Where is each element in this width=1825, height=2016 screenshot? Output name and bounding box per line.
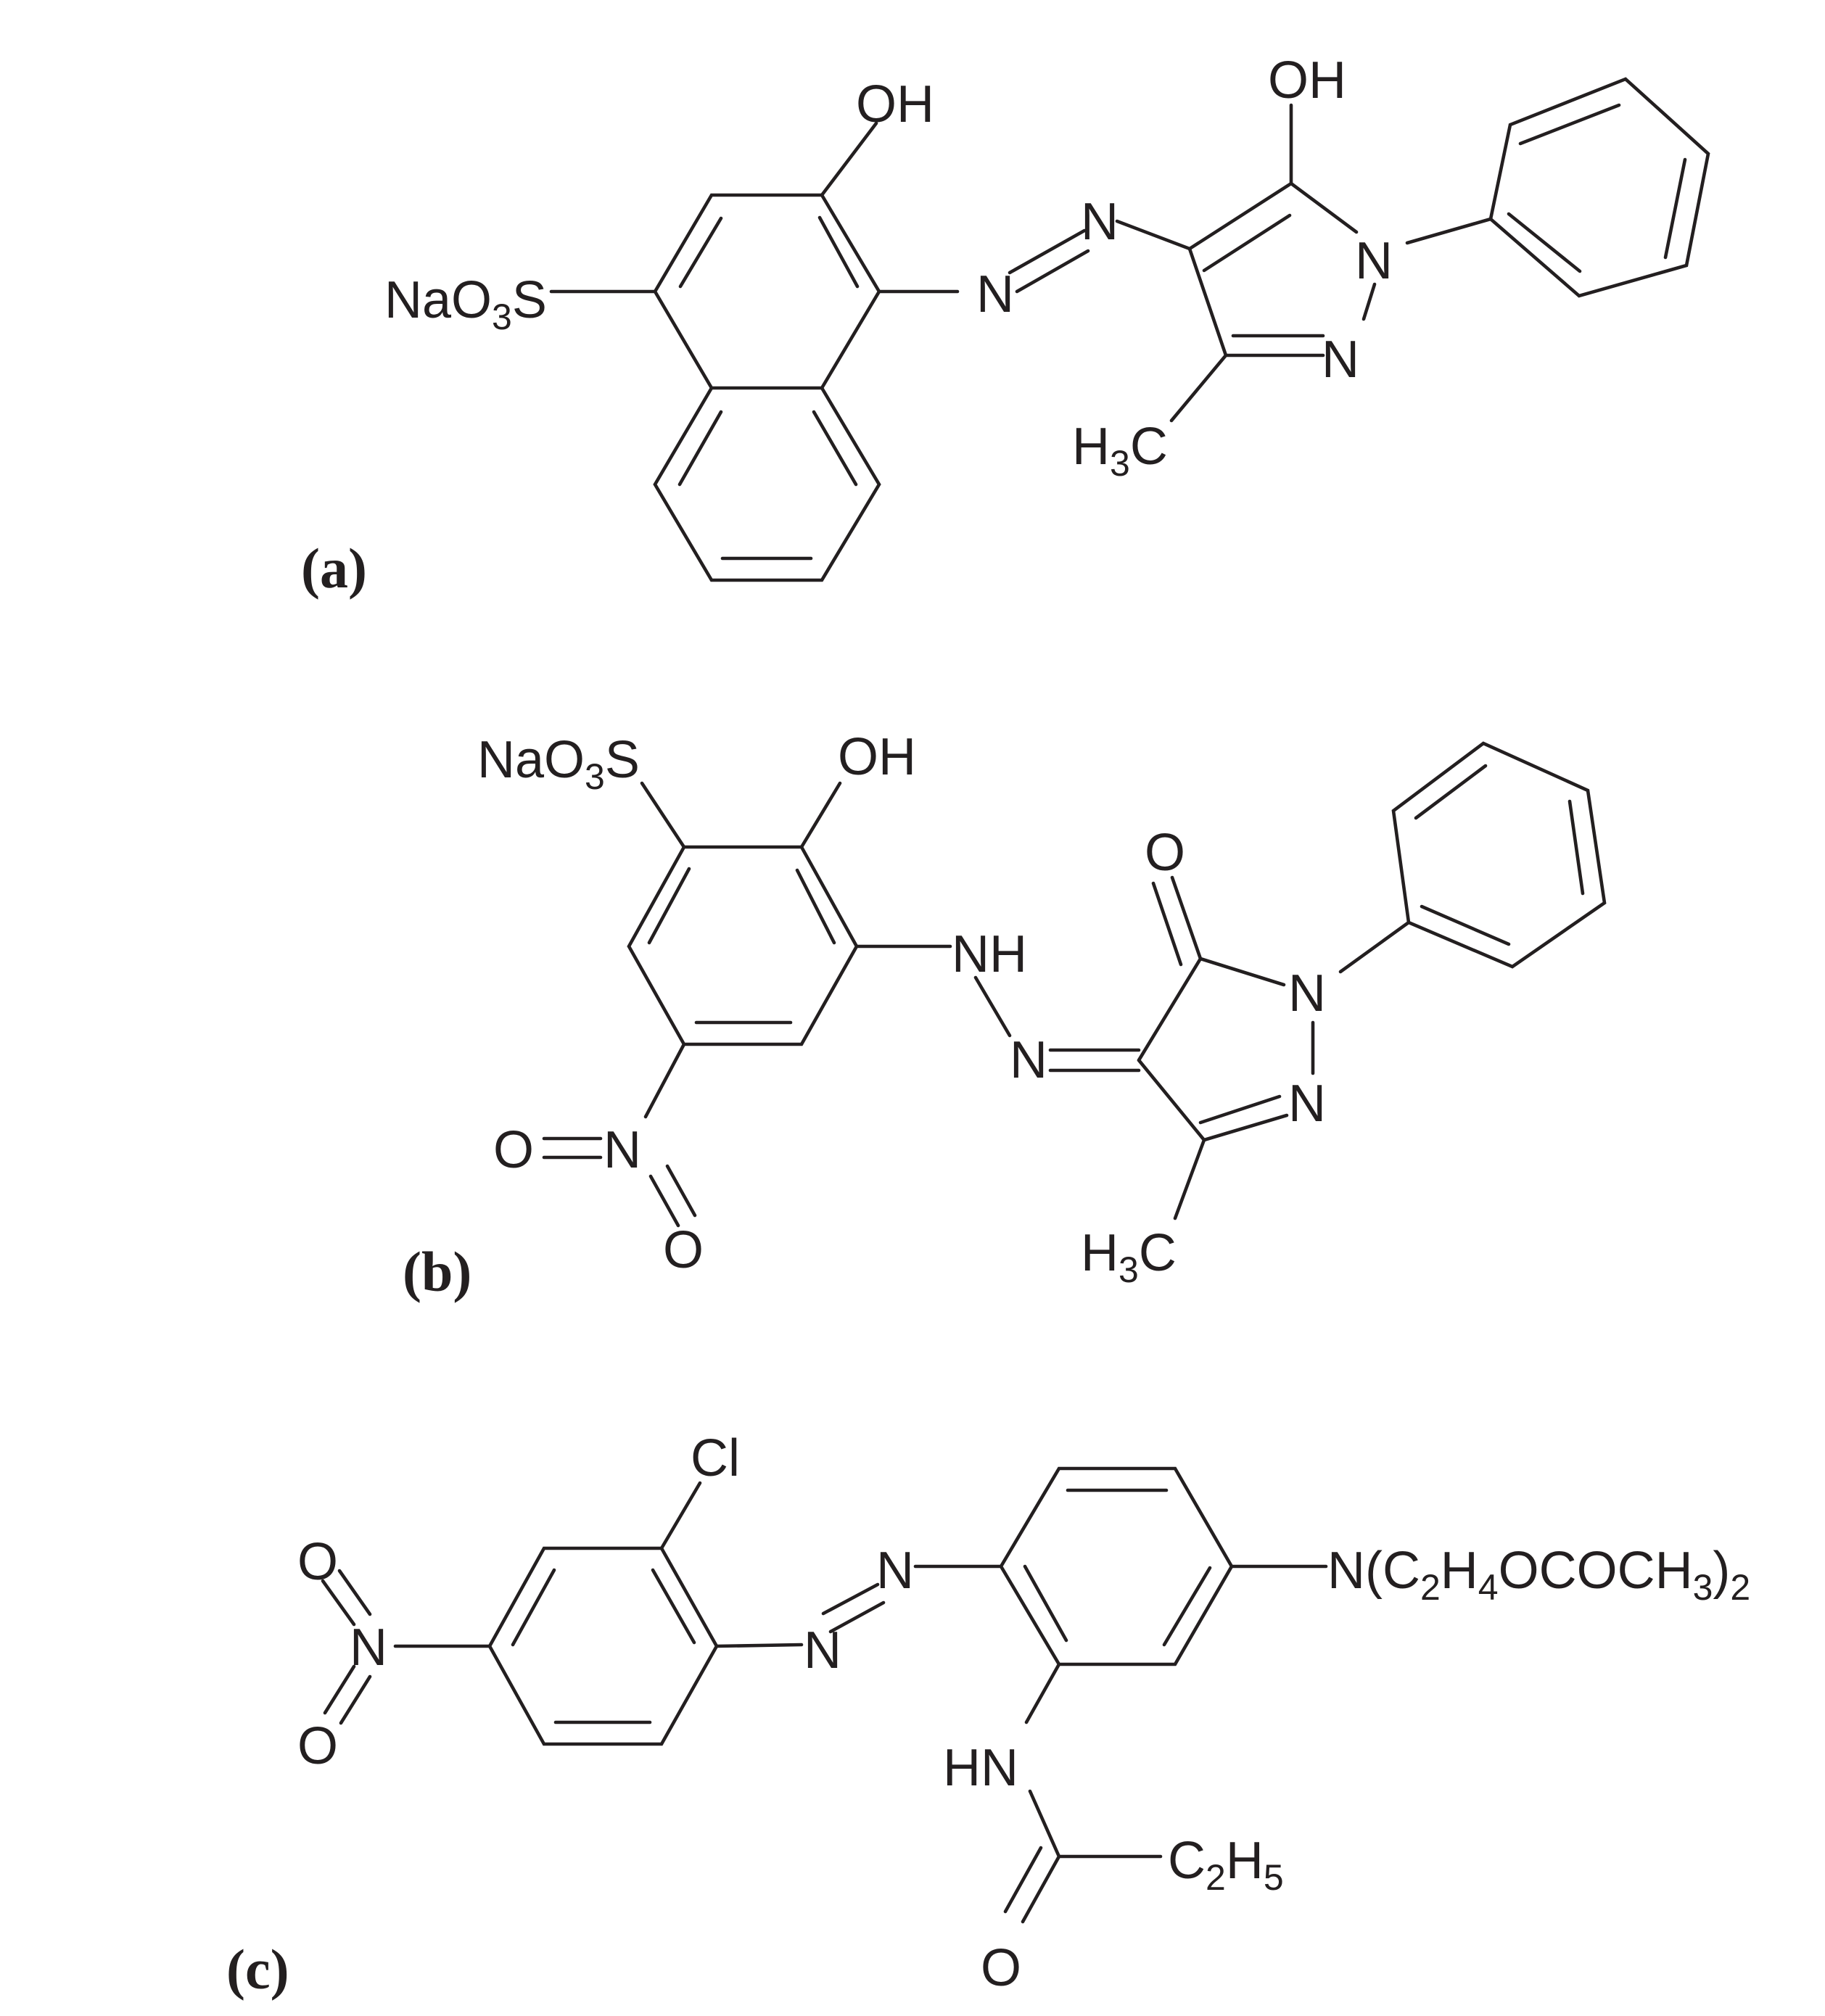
structure-c-bonds xyxy=(321,1466,1328,1924)
azo-nitrogen-label: N xyxy=(1081,193,1119,251)
pyrazolone-nitrogen-label: N xyxy=(1288,964,1326,1023)
hydroxyl-label: OH xyxy=(838,728,916,786)
structure-a-bonds xyxy=(549,77,1710,582)
methyl-label: H3C xyxy=(1081,1224,1177,1290)
methyl-label: H3C xyxy=(1072,418,1168,484)
nitro-oxygen-label: O xyxy=(493,1121,534,1179)
azo-nitrogen-label: N xyxy=(976,265,1014,323)
pyrazole-nitrogen-label: N xyxy=(1322,331,1359,389)
nitro-nitrogen-label: N xyxy=(603,1121,641,1179)
chlorine-label: Cl xyxy=(691,1429,740,1487)
ethyl-label: C2H5 xyxy=(1168,1832,1284,1898)
structure-c: Cl O N O N N N(C2H4OCOCH3)2 HN C2H5 O (c… xyxy=(226,1429,1750,2001)
amide-nh-label: HN xyxy=(943,1739,1018,1797)
nitro-oxygen-label: O xyxy=(297,1533,338,1591)
sulfonate-label: NaO3S xyxy=(477,731,640,797)
pyrazole-nitrogen-label: N xyxy=(1355,232,1393,290)
structure-a: NaO3S OH N N OH N N H3C (a) xyxy=(301,51,1710,600)
nitro-oxygen-label: O xyxy=(297,1717,338,1775)
amine-substituent-label: N(C2H4OCOCH3)2 xyxy=(1327,1542,1750,1608)
azo-nitrogen-label: N xyxy=(876,1542,914,1600)
structure-a-atoms: NaO3S OH N N OH N N H3C (a) xyxy=(301,51,1393,600)
hydrazone-nitrogen-label: N xyxy=(1010,1031,1047,1089)
nitro-oxygen-label: O xyxy=(663,1221,704,1279)
carbonyl-oxygen-label: O xyxy=(1145,824,1185,882)
panel-label-a: (a) xyxy=(301,537,367,600)
panel-label-b: (b) xyxy=(403,1240,471,1303)
panel-label-c: (c) xyxy=(226,1938,289,2001)
amide-oxygen-label: O xyxy=(981,1939,1021,1997)
structure-b-atoms: NaO3S OH NH N O N N H3C O N O (b) xyxy=(403,728,1326,1303)
hydrazone-nh-label: NH xyxy=(952,925,1027,983)
nitro-nitrogen-label: N xyxy=(350,1619,387,1677)
structure-b-bonds xyxy=(542,741,1607,1228)
hydroxyl-label: OH xyxy=(856,75,934,133)
azo-nitrogen-label: N xyxy=(804,1622,841,1680)
structure-c-atoms: Cl O N O N N N(C2H4OCOCH3)2 HN C2H5 O (c… xyxy=(226,1429,1750,2001)
pyrazolone-nitrogen-label: N xyxy=(1288,1075,1326,1133)
sulfonate-label: NaO3S xyxy=(384,271,547,337)
hydroxyl-label: OH xyxy=(1268,51,1346,110)
structure-b: NaO3S OH NH N O N N H3C O N O (b) xyxy=(403,728,1607,1303)
